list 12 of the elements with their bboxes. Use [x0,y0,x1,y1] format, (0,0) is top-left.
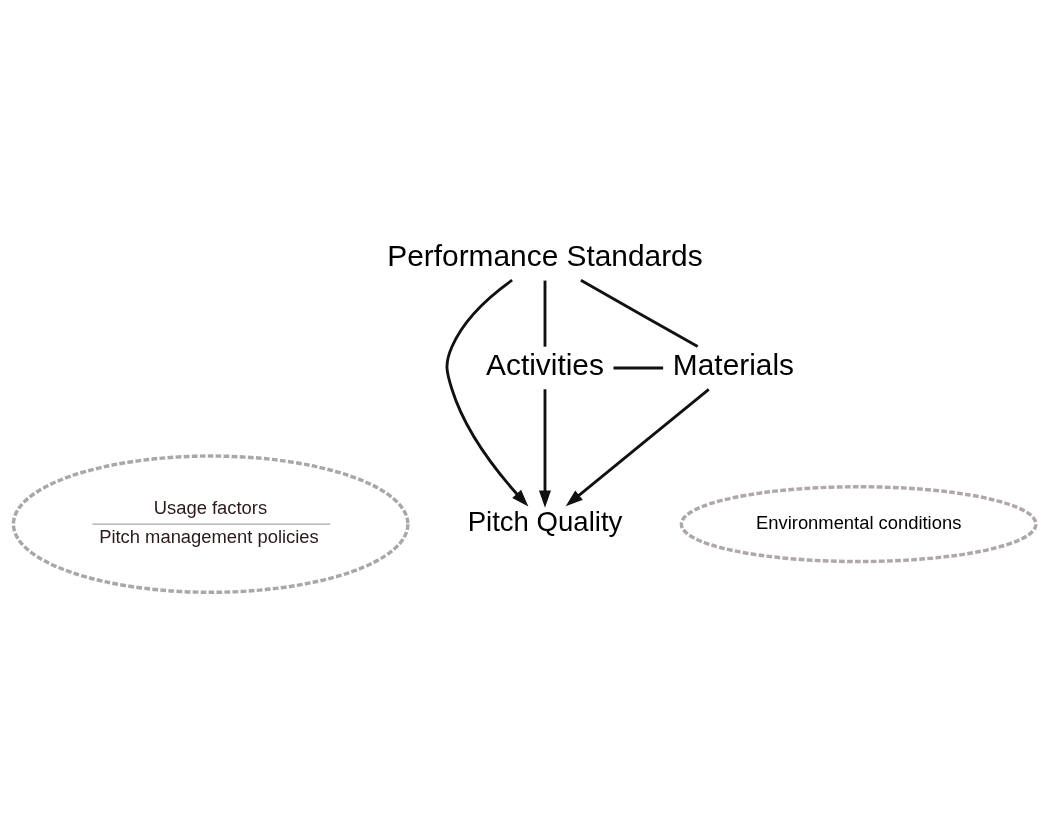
connector [613,366,664,369]
node-text: Performance Standards [387,238,703,272]
node-text: Activities [486,347,604,381]
arrow [565,387,710,506]
node-text: Materials [672,347,795,381]
arrow [538,388,552,508]
connector [580,278,699,348]
node-ellipse: Usage factors Pitch management policies [11,453,410,594]
node-ellipse: Environmental conditions [679,484,1038,563]
node-text: Pitch Quality [467,505,623,537]
connector [543,280,547,347]
arrow [445,278,529,507]
